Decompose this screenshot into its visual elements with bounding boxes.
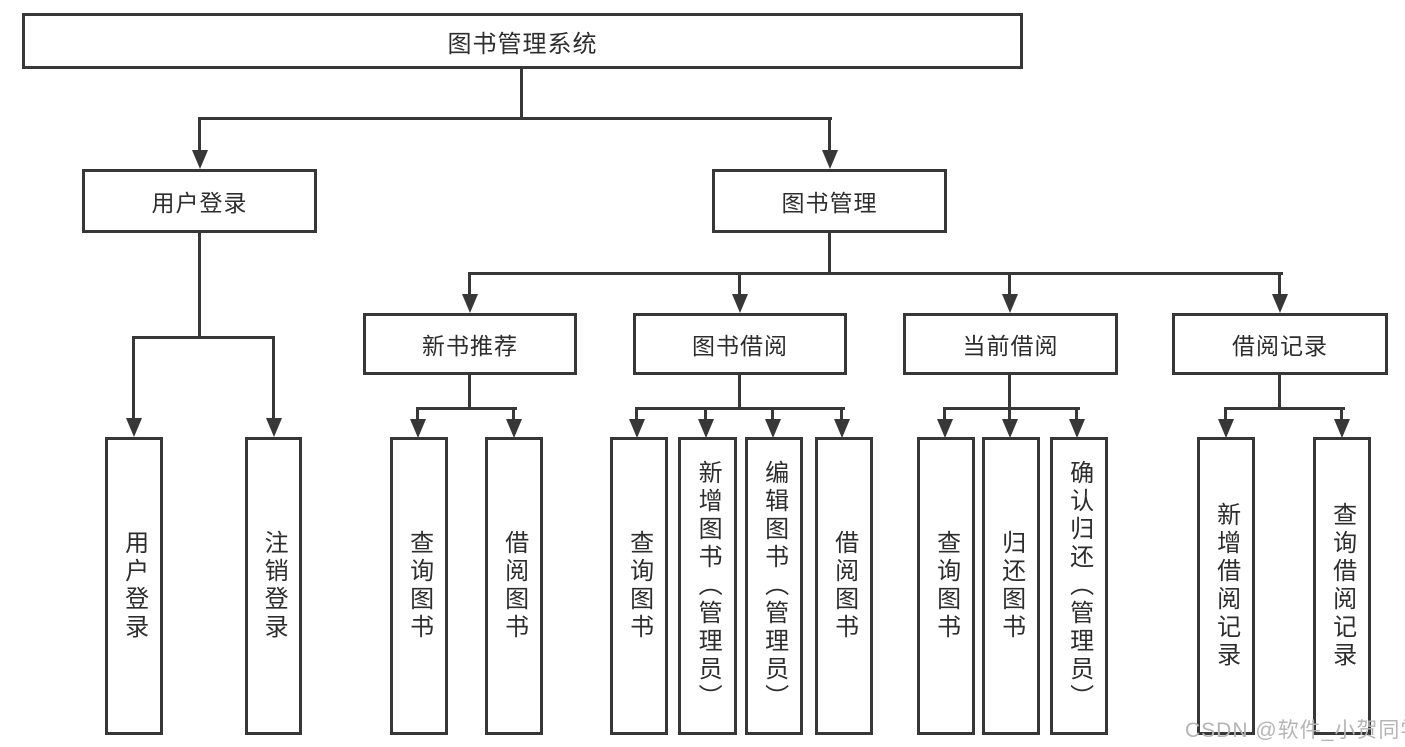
csdn-watermark: CSDN @软件_小贺同学 (1185, 719, 1405, 742)
arrowhead-icon (410, 419, 426, 438)
connector-line (132, 336, 135, 420)
node-label: 确认归还（管理员） (1065, 460, 1093, 712)
node-current-borrowing: 当前借阅 (903, 313, 1118, 375)
arrowhead-icon (506, 419, 522, 438)
node-label: 查询借阅记录 (1328, 502, 1356, 670)
connector-line (738, 375, 741, 410)
leaf-user-login: 用户登录 (105, 437, 163, 735)
node-label: 新书推荐 (422, 333, 518, 359)
leaf-return-books: 归还图书 (982, 437, 1040, 735)
connector-line (416, 407, 419, 421)
connector-line (416, 407, 517, 410)
connector-line (520, 69, 523, 120)
node-label: 编辑图书（管理员） (760, 460, 788, 712)
leaf-edit-books-admin: 编辑图书（管理员） (745, 437, 803, 735)
leaf-borrow-books: 借阅图书 (815, 437, 873, 735)
arrowhead-icon (698, 419, 714, 438)
connector-line (840, 407, 843, 421)
node-label: 借阅图书 (500, 530, 528, 642)
connector-line (132, 336, 275, 339)
connector-line (771, 407, 774, 421)
node-borrowing-records: 借阅记录 (1172, 313, 1388, 375)
connector-line (468, 272, 1283, 275)
node-library-system: 图书管理系统 (22, 13, 1023, 69)
leaf-confirm-return-admin: 确认归还（管理员） (1050, 437, 1108, 735)
connector-line (198, 117, 832, 120)
connector-line (272, 336, 275, 420)
connector-line (1075, 407, 1078, 421)
connector-line (828, 233, 831, 275)
node-label: 查询图书 (625, 530, 653, 642)
arrowhead-icon (192, 150, 208, 169)
connector-line (1224, 407, 1227, 421)
connector-line (704, 407, 707, 421)
connector-line (1008, 407, 1011, 421)
connector-line (635, 407, 845, 410)
connector-line (468, 272, 471, 296)
node-label: 注销登录 (260, 530, 288, 642)
connector-line (1278, 375, 1281, 410)
connector-line (943, 407, 1080, 410)
node-label: 新增图书（管理员） (694, 460, 722, 712)
arrowhead-icon (834, 419, 850, 438)
connector-line (1278, 272, 1281, 296)
arrowhead-icon (765, 419, 781, 438)
node-label: 查询图书 (932, 530, 960, 642)
arrowhead-icon (1334, 419, 1350, 438)
leaf-logout: 注销登录 (245, 437, 302, 735)
connector-line (198, 117, 201, 152)
connector-line (468, 375, 471, 410)
arrowhead-icon (1272, 294, 1288, 313)
leaf-query-borrow-record: 查询借阅记录 (1313, 437, 1371, 735)
arrowhead-icon (732, 294, 748, 313)
node-label: 查询图书 (405, 530, 433, 642)
connector-line (738, 272, 741, 296)
arrowhead-icon (1218, 419, 1234, 438)
arrowhead-icon (1069, 419, 1085, 438)
node-label: 图书管理系统 (447, 30, 598, 58)
leaf-query-books-recommend: 查询图书 (390, 437, 448, 735)
leaf-query-books-current: 查询图书 (917, 437, 975, 735)
connector-line (1340, 407, 1343, 421)
connector-line (198, 233, 201, 339)
node-label: 归还图书 (997, 530, 1025, 642)
connector-line (635, 407, 638, 421)
node-user-login: 用户登录 (82, 169, 317, 233)
arrowhead-icon (629, 419, 645, 438)
node-book-borrowing: 图书借阅 (633, 313, 847, 375)
connector-line (512, 407, 515, 421)
node-label: 图书借阅 (692, 333, 788, 359)
node-label: 图书管理 (781, 190, 878, 216)
arrowhead-icon (822, 150, 838, 169)
arrowhead-icon (1002, 294, 1018, 313)
node-label: 借阅记录 (1232, 333, 1328, 359)
node-new-book-recommend: 新书推荐 (363, 313, 577, 375)
node-label: 新增借阅记录 (1212, 502, 1240, 670)
arrowhead-icon (266, 418, 282, 437)
leaf-add-borrow-record: 新增借阅记录 (1197, 437, 1255, 735)
connector-line (828, 117, 831, 152)
arrowhead-icon (937, 419, 953, 438)
arrowhead-icon (462, 294, 478, 313)
node-label: 借阅图书 (830, 530, 858, 642)
node-label: 用户登录 (151, 190, 248, 216)
leaf-add-books-admin: 新增图书（管理员） (678, 437, 737, 735)
node-label: 用户登录 (120, 530, 148, 642)
arrowhead-icon (126, 418, 142, 437)
arrowhead-icon (1002, 419, 1018, 438)
connector-line (1008, 375, 1011, 410)
leaf-borrow-books-recommend: 借阅图书 (485, 437, 543, 735)
node-book-management: 图书管理 (712, 169, 947, 233)
leaf-query-books-borrow: 查询图书 (610, 437, 668, 735)
connector-line (1224, 407, 1345, 410)
connector-line (943, 407, 946, 421)
connector-line (1008, 272, 1011, 296)
node-label: 当前借阅 (962, 333, 1059, 359)
